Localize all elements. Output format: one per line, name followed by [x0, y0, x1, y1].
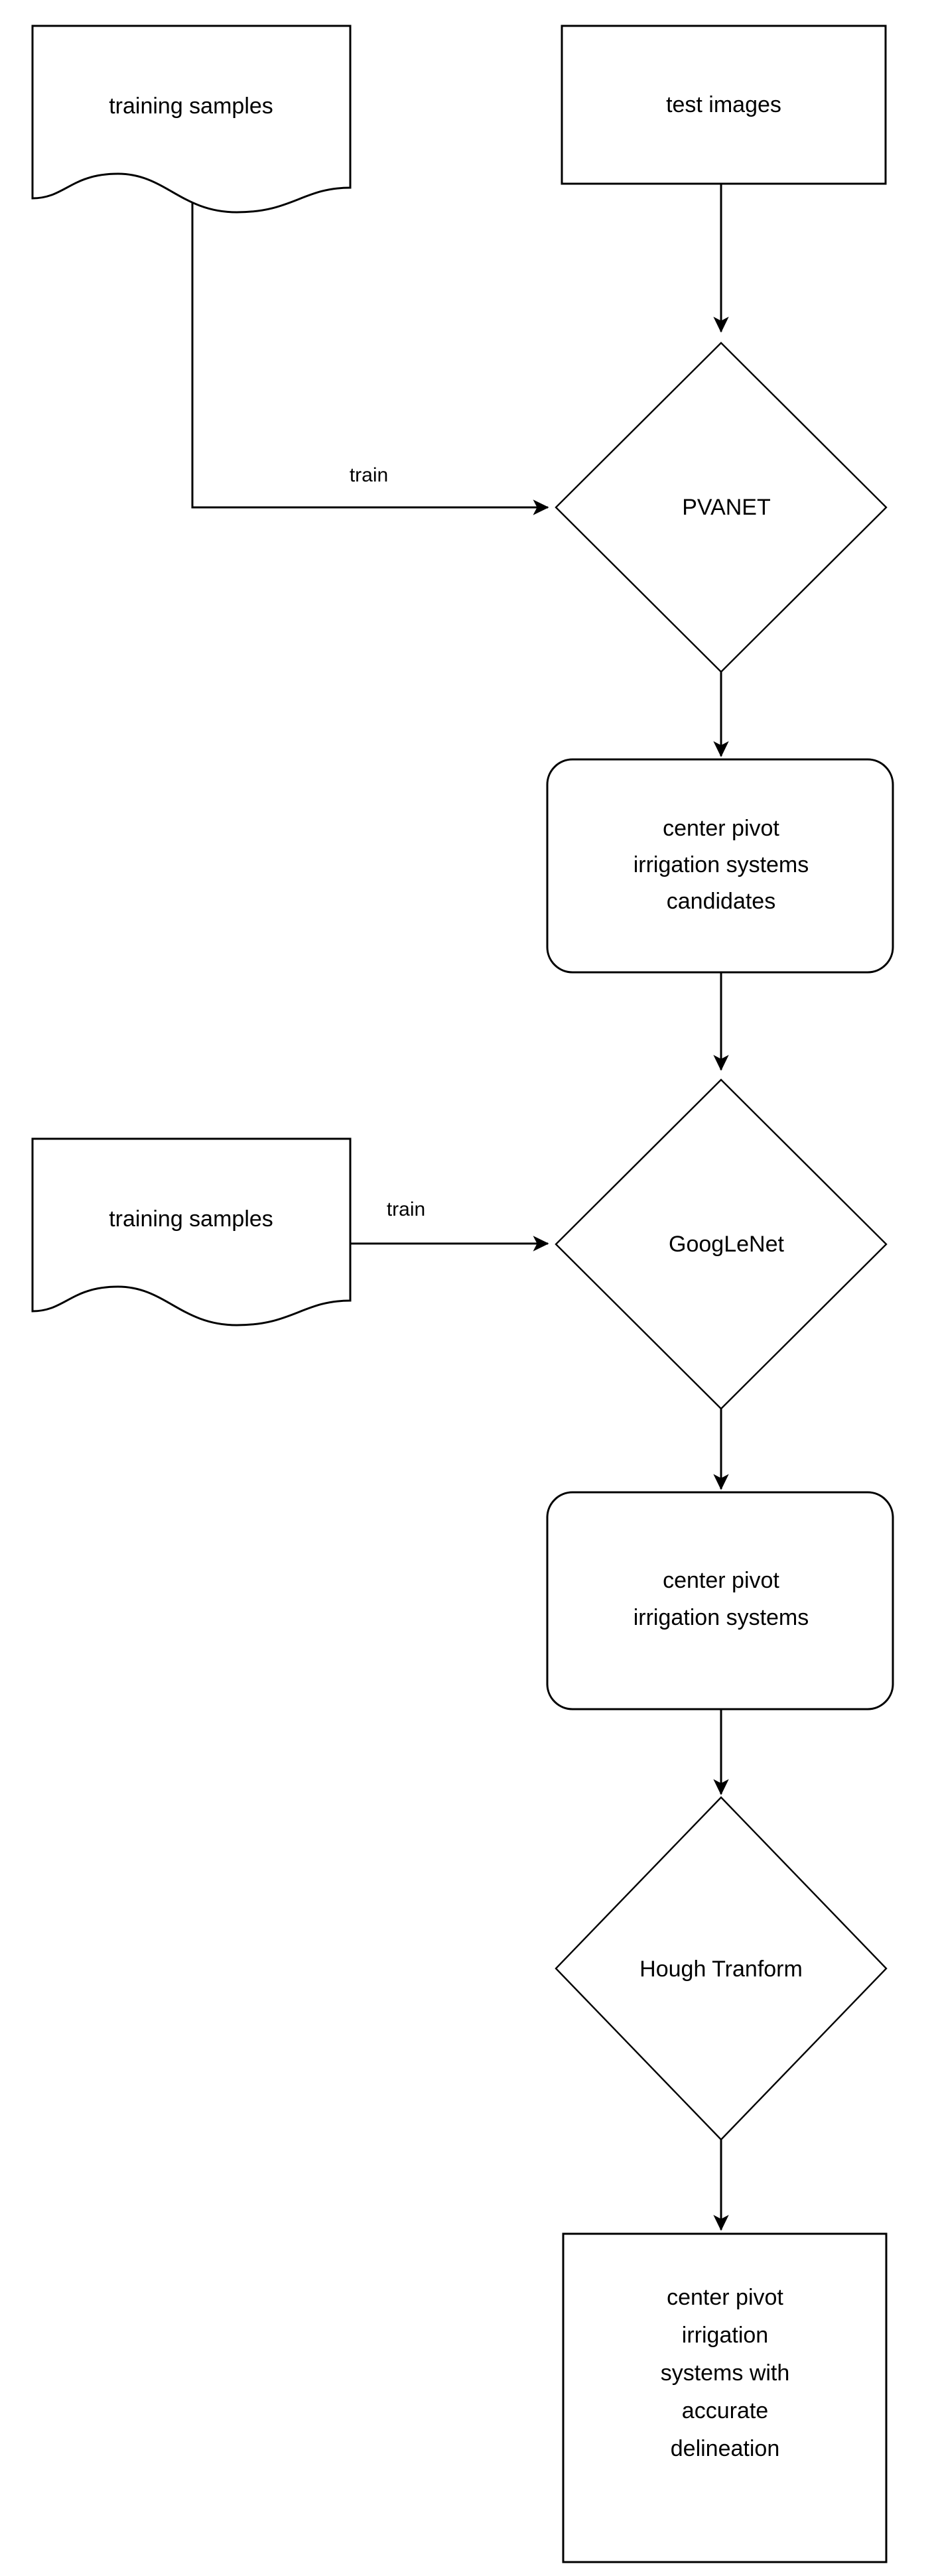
node-training-samples-2[interactable]: training samples — [31, 1137, 352, 1326]
document-shape — [31, 1137, 352, 1326]
node-pvanet[interactable]: PVANET — [555, 342, 888, 673]
node-systems[interactable]: center pivot irrigation systems — [546, 1491, 894, 1710]
diamond-shape — [555, 342, 888, 673]
node-label: training samples — [109, 1206, 273, 1232]
node-label: test images — [666, 92, 781, 117]
node-label-line-1: center pivot — [663, 816, 779, 841]
diamond-shape — [555, 1796, 888, 2141]
node-label-line-1: center pivot — [663, 1568, 779, 1593]
node-candidates[interactable]: center pivot irrigation systems candidat… — [546, 758, 894, 974]
rounded-rectangle-shape — [546, 1491, 894, 1710]
node-label-line-2: irrigation systems — [634, 852, 809, 877]
node-label-line-4: accurate — [682, 2398, 768, 2423]
edge-label-train-1: train — [350, 464, 388, 486]
edge-label-train-2: train — [387, 1198, 425, 1220]
node-label: Hough Tranform — [639, 1957, 803, 1982]
rectangle-shape — [562, 2232, 888, 2563]
node-label-line-3: systems with — [661, 2360, 790, 2386]
node-label: training samples — [109, 94, 273, 119]
rectangle-shape — [561, 25, 887, 185]
node-label: PVANET — [682, 495, 771, 520]
node-label-line-3: candidates — [667, 889, 775, 914]
rounded-rectangle-shape — [546, 758, 894, 974]
edge-line — [191, 199, 549, 515]
diamond-shape — [555, 1078, 888, 1410]
node-hough[interactable]: Hough Tranform — [555, 1796, 888, 2141]
node-label-line-2: irrigation systems — [634, 1605, 809, 1630]
node-label-line-2: irrigation — [682, 2323, 768, 2348]
node-final-output[interactable]: center pivot irrigation systems with acc… — [562, 2232, 888, 2563]
node-label-line-5: delineation — [671, 2436, 779, 2461]
node-googlenet[interactable]: GoogLeNet — [555, 1078, 888, 1410]
document-shape — [31, 25, 352, 214]
edge-training-samples-1-to-pvanet: train — [191, 199, 549, 515]
node-test-images[interactable]: test images — [561, 25, 887, 185]
node-label: GoogLeNet — [669, 1232, 784, 1257]
node-training-samples-1[interactable]: training samples — [31, 25, 352, 214]
node-label-line-1: center pivot — [667, 2285, 783, 2310]
